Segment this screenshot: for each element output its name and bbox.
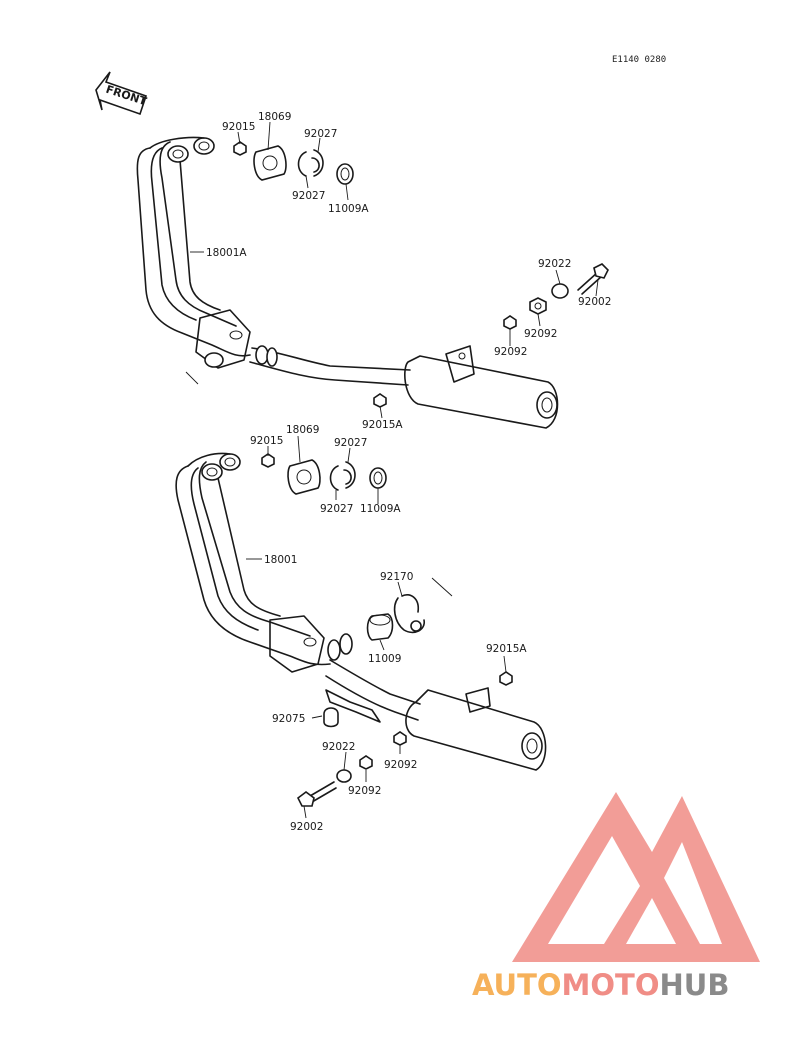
top-leaders (190, 121, 599, 419)
label-92027-top-b: 92027 (292, 190, 325, 202)
bottom-parts (261, 453, 513, 807)
label-92092-top-b: 92092 (494, 346, 527, 358)
label-92015-top: 92015 (222, 121, 255, 133)
watermark-text: AUTOMOTOHUB (472, 968, 729, 1002)
watermark-part-hub: HUB (660, 968, 730, 1002)
top-header-pipes (136, 136, 411, 386)
front-arrow: FRONT (95, 71, 149, 116)
label-92092-bottom-a: 92092 (384, 759, 417, 771)
label-92015a-top: 92015A (362, 419, 403, 431)
label-92092-bottom-b: 92092 (348, 785, 381, 797)
top-muffler (404, 345, 559, 429)
label-92022-top: 92022 (538, 258, 571, 270)
label-18069-top: 18069 (258, 111, 291, 123)
label-11009a-top: 11009A (328, 203, 369, 215)
bottom-muffler (405, 687, 547, 771)
label-92022-bottom: 92022 (322, 741, 355, 753)
label-18001: 18001 (264, 554, 297, 566)
label-92002-top: 92002 (578, 296, 611, 308)
bottom-header-pipes (175, 452, 421, 723)
top-parts (233, 141, 609, 408)
label-92015a-bottom: 92015A (486, 643, 527, 655)
bottom-leaders (246, 435, 507, 819)
label-92092-top-a: 92092 (524, 328, 557, 340)
watermark-part-auto: AUTO (472, 968, 562, 1002)
label-11009: 11009 (368, 653, 401, 665)
label-92027-bottom-a: 92027 (334, 437, 367, 449)
label-92170: 92170 (380, 571, 413, 583)
label-92027-top-a: 92027 (304, 128, 337, 140)
label-18001a: 18001A (206, 247, 247, 259)
label-18069-bottom: 18069 (286, 424, 319, 436)
label-92075: 92075 (272, 713, 305, 725)
label-11009a-bottom: 11009A (360, 503, 401, 515)
label-92002-bottom: 92002 (290, 821, 323, 833)
watermark-logo (512, 792, 760, 962)
watermark-part-moto: MOTO (562, 968, 660, 1002)
diagram-code: E1140 0280 (612, 55, 666, 65)
label-92015-bottom: 92015 (250, 435, 283, 447)
label-92027-bottom-b: 92027 (320, 503, 353, 515)
